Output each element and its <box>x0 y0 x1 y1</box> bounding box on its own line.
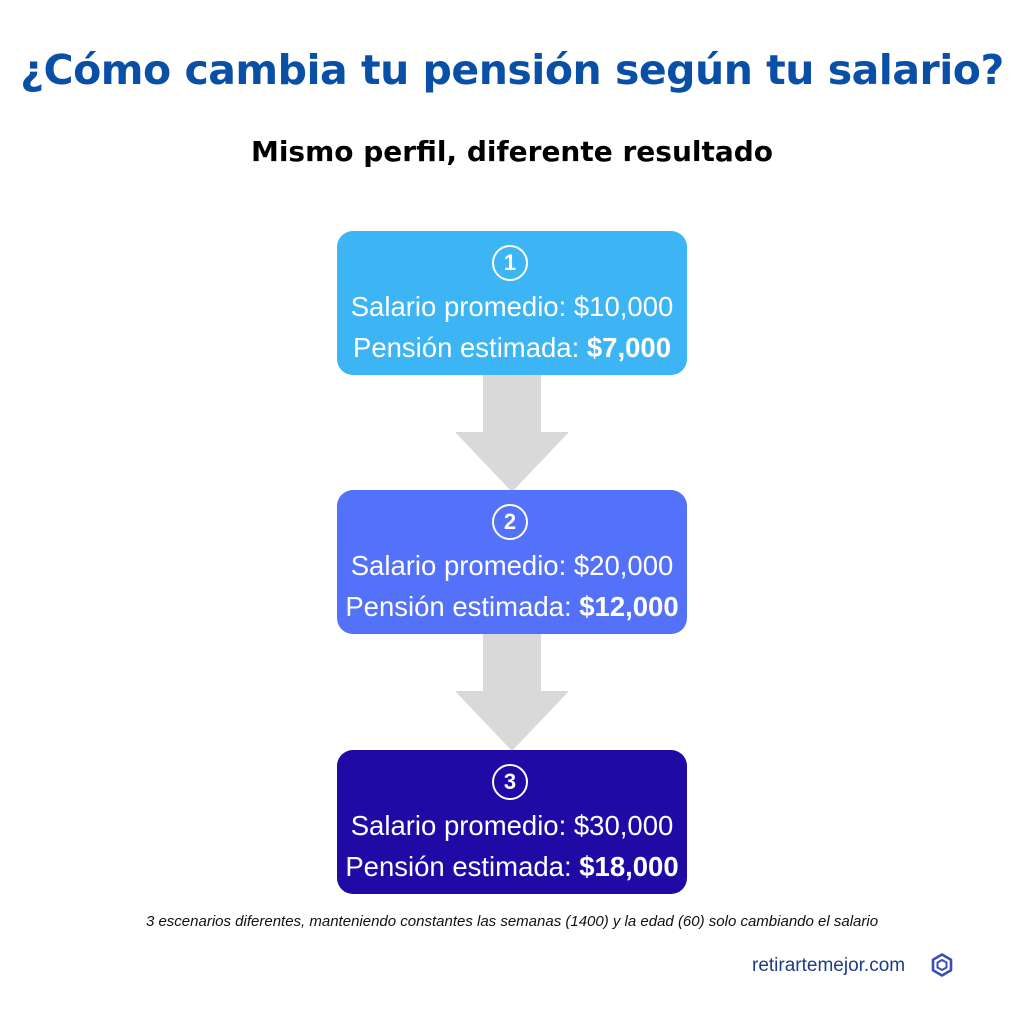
arrow-down-icon <box>455 633 569 751</box>
salary-value: $30,000 <box>573 810 674 841</box>
pension-label: Pensión estimada: <box>352 332 587 363</box>
page-title: ¿Cómo cambia tu pensión según tu salario… <box>20 46 1004 94</box>
page-subtitle: Mismo perfil, diferente resultado <box>250 135 774 168</box>
arrow-down-icon <box>455 374 569 492</box>
scenario-box-3: 3 Salario promedio: $30,000 Pensión esti… <box>337 750 687 894</box>
salary-line: Salario promedio: $30,000 <box>317 810 707 842</box>
salary-label: Salario promedio: <box>350 291 574 322</box>
step-number-badge: 1 <box>492 245 528 281</box>
salary-label: Salario promedio: <box>350 550 574 581</box>
pension-line: Pensión estimada: $7,000 <box>317 332 707 364</box>
salary-label: Salario promedio: <box>350 810 574 841</box>
scenario-box-1: 1 Salario promedio: $10,000 Pensión esti… <box>337 231 687 375</box>
salary-value: $10,000 <box>573 291 674 322</box>
pension-value: $12,000 <box>579 591 679 622</box>
pension-value: $18,000 <box>579 851 679 882</box>
pension-line: Pensión estimada: $12,000 <box>317 591 707 623</box>
hexagon-logo-icon <box>931 953 953 981</box>
step-number-badge: 3 <box>492 764 528 800</box>
footnote: 3 escenarios diferentes, manteniendo con… <box>145 913 879 930</box>
pension-line: Pensión estimada: $18,000 <box>317 851 707 883</box>
salary-line: Salario promedio: $20,000 <box>317 550 707 582</box>
pension-label: Pensión estimada: <box>345 851 580 882</box>
salary-line: Salario promedio: $10,000 <box>317 291 707 323</box>
pension-value: $7,000 <box>586 332 671 363</box>
scenario-box-2: 2 Salario promedio: $20,000 Pensión esti… <box>337 490 687 634</box>
salary-value: $20,000 <box>573 550 674 581</box>
brand-link[interactable]: retirartemejor.com <box>752 955 906 976</box>
pension-label: Pensión estimada: <box>345 591 580 622</box>
step-number-badge: 2 <box>492 504 528 540</box>
